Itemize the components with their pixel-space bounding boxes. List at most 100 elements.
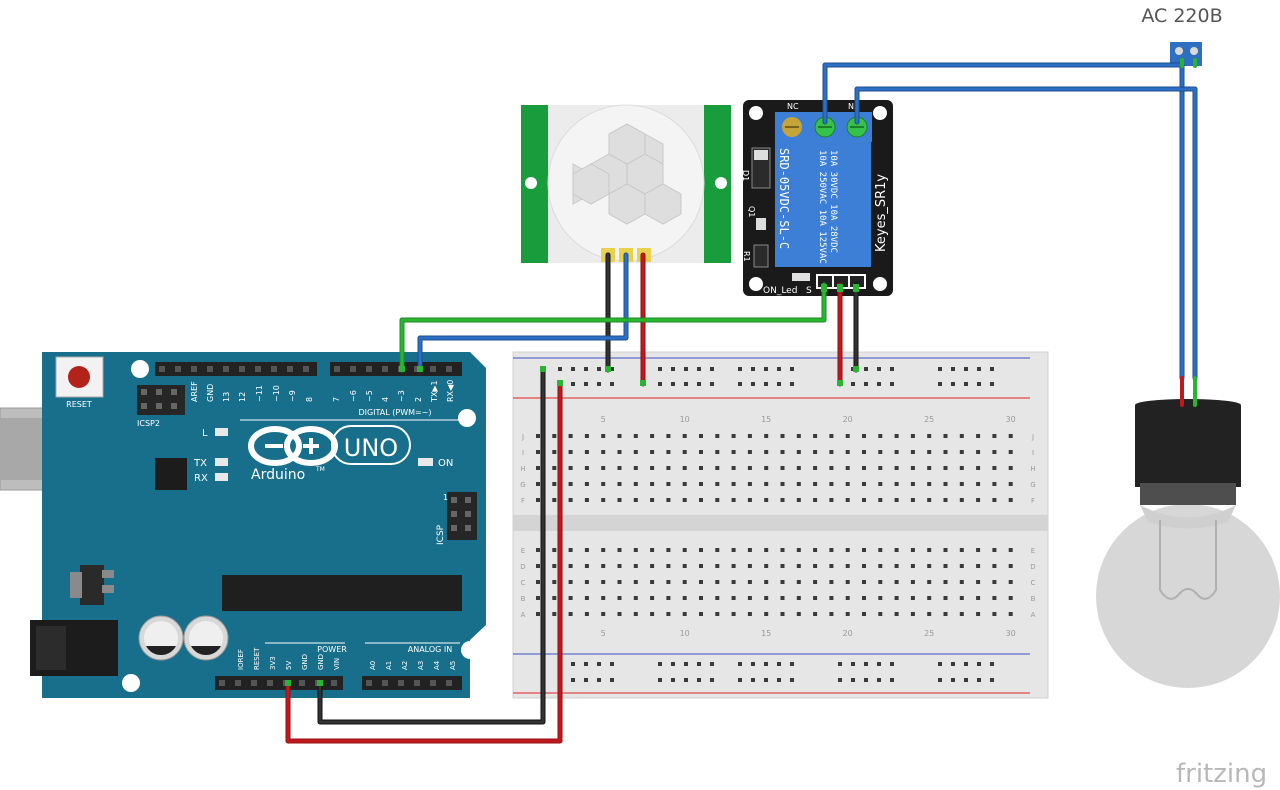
relay-no-label: N — [848, 102, 854, 111]
header-hole — [446, 680, 452, 686]
breadboard-hole — [1008, 596, 1013, 600]
breadboard-hole — [829, 482, 834, 486]
power-pin-label: GND — [317, 654, 325, 670]
breadboard-hole — [910, 548, 915, 552]
rail-hole — [764, 382, 768, 386]
digital-pin-label: ~9 — [288, 390, 297, 402]
rail-hole — [671, 678, 675, 682]
breadboard-hole — [747, 498, 752, 502]
rail-hole — [571, 678, 575, 682]
header-hole — [398, 680, 404, 686]
breadboard-hole — [715, 498, 720, 502]
digital-pin-label: ~11 — [255, 385, 264, 402]
digital-pin-label: 8 — [305, 397, 314, 402]
breadboard-hole — [943, 596, 948, 600]
breadboard-hole — [780, 450, 785, 454]
breadboard-hole — [943, 450, 948, 454]
analog-pin-label: A2 — [401, 661, 409, 670]
header-holes — [141, 366, 471, 686]
breadboard-hole — [666, 564, 671, 568]
breadboard-hole — [764, 450, 769, 454]
breadboard-hole — [894, 580, 899, 584]
breadboard-hole — [780, 596, 785, 600]
wire-ac-line — [822, 62, 1185, 381]
breadboard-hole — [633, 564, 638, 568]
rail-hole — [977, 662, 981, 666]
icsp-pin — [451, 497, 457, 503]
breadboard-hole — [796, 482, 801, 486]
wire-arduino-5v — [285, 381, 563, 744]
rail-hole — [738, 382, 742, 386]
header-hole — [235, 680, 241, 686]
breadboard-hole — [878, 482, 883, 486]
breadboard-hole — [894, 612, 899, 616]
breadboard-hole — [682, 498, 687, 502]
digital-pin-label: 13 — [222, 392, 231, 402]
breadboard-row-letter: G — [1030, 481, 1035, 489]
breadboard-row-letter: J — [1031, 433, 1034, 441]
breadboard-hole — [633, 596, 638, 600]
breadboard-hole — [992, 498, 997, 502]
rail-hole — [838, 662, 842, 666]
breadboard-row-letter: D — [1030, 563, 1035, 571]
breadboard-hole — [552, 482, 557, 486]
breadboard-hole — [829, 450, 834, 454]
rail-hole — [610, 662, 614, 666]
breadboard-hole — [747, 482, 752, 486]
breadboard-hole — [633, 612, 638, 616]
breadboard-hole — [927, 564, 932, 568]
breadboard-hole — [666, 434, 671, 438]
breadboard-hole — [552, 434, 557, 438]
breadboard-hole — [666, 466, 671, 470]
breadboard-hole — [943, 612, 948, 616]
breadboard-hole — [829, 612, 834, 616]
breadboard-hole — [584, 564, 589, 568]
breadboard-hole — [536, 450, 540, 454]
rail-hole — [938, 382, 942, 386]
rail-hole — [751, 662, 755, 666]
breadboard-hole — [992, 450, 997, 454]
rail-hole — [764, 678, 768, 682]
breadboard-hole — [536, 564, 540, 568]
breadboard-hole — [764, 612, 769, 616]
rail-hole — [877, 367, 881, 371]
breadboard-hole — [747, 466, 752, 470]
arduino-logo-text: Arduino — [251, 467, 305, 483]
power-pin-label: 3V3 — [269, 656, 277, 670]
breadboard-hole — [536, 580, 540, 584]
rail-hole — [964, 678, 968, 682]
breadboard-hole — [633, 466, 638, 470]
breadboard-row-letter: C — [521, 579, 526, 587]
breadboard-hole — [894, 466, 899, 470]
breadboard-hole — [682, 580, 687, 584]
rail-hole — [938, 367, 942, 371]
breadboard-hole — [601, 434, 606, 438]
breadboard-column-number: 20 — [843, 629, 853, 638]
breadboard-hole — [584, 450, 589, 454]
rail-hole — [738, 678, 742, 682]
breadboard-hole — [682, 596, 687, 600]
breadboard-hole — [862, 580, 866, 584]
breadboard-hole — [764, 580, 769, 584]
icsp-pin — [451, 525, 457, 531]
breadboard-hole — [927, 434, 932, 438]
reset-label: RESET — [66, 400, 92, 409]
breadboard-hole — [699, 548, 703, 552]
rail-hole — [951, 382, 955, 386]
breadboard-row-letter: E — [521, 547, 525, 555]
icsp-pin1-label: 1 — [443, 493, 448, 502]
breadboard-hole — [959, 498, 964, 502]
digital-pin-label: 12 — [238, 392, 247, 402]
breadboard-hole — [666, 612, 671, 616]
icsp-pin — [465, 511, 471, 517]
breadboard-hole — [650, 482, 655, 486]
breadboard-hole — [976, 482, 981, 486]
breadboard-hole — [813, 580, 818, 584]
breadboard-hole — [568, 482, 573, 486]
breadboard-hole — [829, 564, 834, 568]
rail-hole — [877, 662, 881, 666]
rail-hole — [890, 367, 894, 371]
header-hole — [334, 366, 340, 372]
breadboard-hole — [536, 548, 540, 552]
